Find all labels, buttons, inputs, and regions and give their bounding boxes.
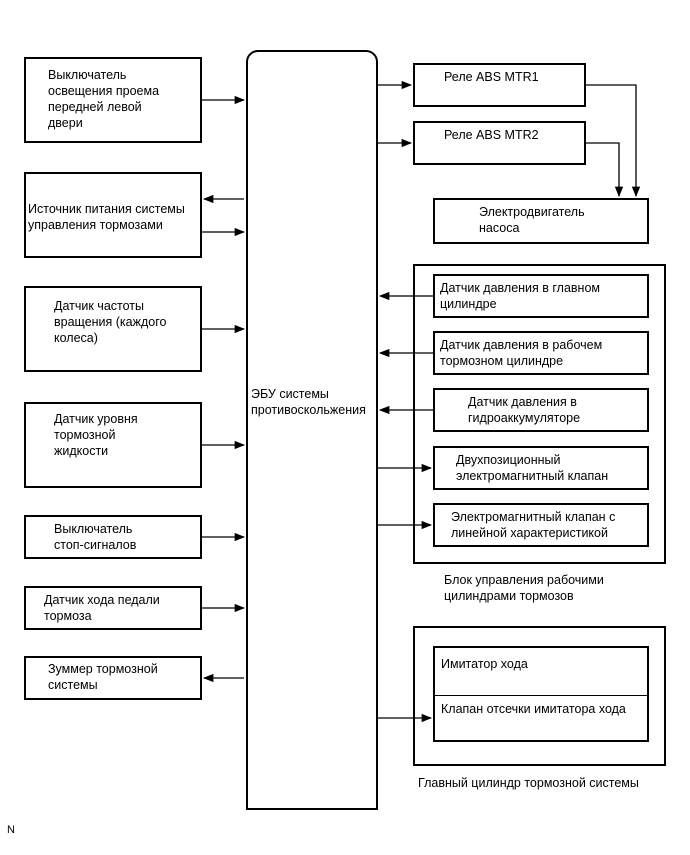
door-switch-box bbox=[24, 57, 202, 143]
brake-fluid-level-label: Датчик уровня тормозной жидкости bbox=[54, 412, 138, 458]
actuator-unit-frame bbox=[413, 264, 666, 564]
accumulator-pressure-sensor-label: Датчик давления в гидроаккумуляторе bbox=[468, 395, 581, 425]
wheel-speed-sensor-label: Датчик частоты вращения (каждого колеса) bbox=[54, 299, 167, 345]
wheel-pressure-sensor-label: Датчик давления в рабочем тормозном цили… bbox=[440, 338, 603, 368]
pump-motor-box bbox=[433, 198, 649, 244]
master-cylinder-divider bbox=[433, 695, 649, 696]
master-cylinder-inner-box bbox=[433, 646, 649, 742]
brake-power-source-box bbox=[24, 172, 202, 258]
two-position-valve-box bbox=[433, 446, 649, 490]
master-cylinder-frame bbox=[413, 626, 666, 766]
ecu-block bbox=[246, 50, 378, 810]
brake-buzzer-box bbox=[24, 656, 202, 700]
door-switch-label: Выключатель освещения проема передней ле… bbox=[48, 68, 160, 130]
relay-mtr2-label: Реле ABS MTR2 bbox=[444, 128, 539, 142]
wheel-pressure-sensor-box bbox=[433, 331, 649, 375]
corner-mark: N bbox=[7, 824, 15, 836]
master-pressure-sensor-box bbox=[433, 274, 649, 318]
stop-light-switch-label: Выключатель стоп-сигналов bbox=[54, 522, 137, 552]
brake-power-source-label: Источник питания системы управления торм… bbox=[28, 202, 185, 232]
brake-buzzer-label: Зуммер тормозной системы bbox=[48, 662, 158, 692]
brake-fluid-level-box bbox=[24, 402, 202, 488]
relay-mtr1-label: Реле ABS MTR1 bbox=[444, 70, 539, 84]
relay-mtr1-box bbox=[413, 63, 586, 107]
stop-light-switch-box bbox=[24, 515, 202, 559]
linear-valve-label: Электромагнитный клапан с линейной харак… bbox=[451, 510, 616, 540]
master-cylinder-caption: Главный цилиндр тормозной системы bbox=[418, 776, 639, 790]
wheel-speed-sensor-box bbox=[24, 286, 202, 372]
master-pressure-sensor-label: Датчик давления в главном цилиндре bbox=[440, 281, 601, 311]
stroke-simulator-label: Имитатор хода bbox=[441, 657, 528, 671]
actuator-unit-caption: Блок управления рабочими цилиндрами торм… bbox=[444, 573, 604, 603]
pedal-stroke-sensor-label: Датчик хода педали тормоза bbox=[44, 593, 160, 623]
ecu-label: ЭБУ системы противоскольжения bbox=[251, 387, 366, 417]
linear-valve-box bbox=[433, 503, 649, 547]
pump-motor-label: Электродвигатель насоса bbox=[479, 205, 585, 235]
simulator-cut-valve-label: Клапан отсечки имитатора хода bbox=[441, 702, 626, 716]
two-position-valve-label: Двухпозиционный электромагнитный клапан bbox=[456, 453, 609, 483]
arrow-relay2-to-motor bbox=[586, 142, 624, 198]
pedal-stroke-sensor-box bbox=[24, 586, 202, 630]
accumulator-pressure-sensor-box bbox=[433, 388, 649, 432]
relay-mtr2-box bbox=[413, 121, 586, 165]
arrow-relay1-to-motor bbox=[586, 84, 641, 198]
